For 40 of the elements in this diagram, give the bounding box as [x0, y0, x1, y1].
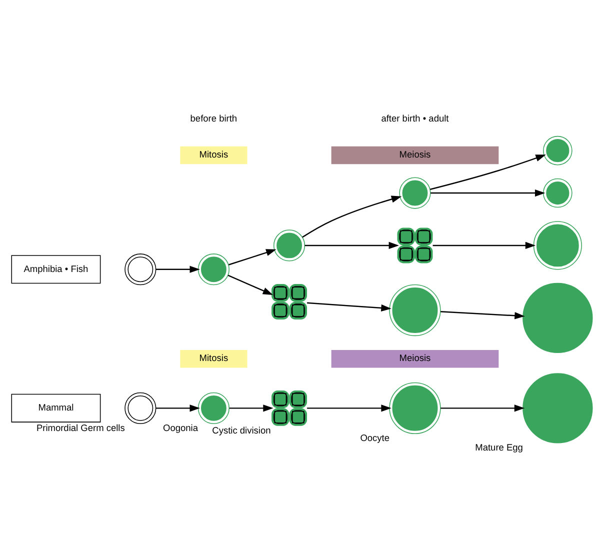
node-circle — [198, 253, 230, 285]
node-circle — [543, 135, 572, 165]
arrow — [156, 265, 200, 272]
arrow — [228, 248, 276, 265]
arrow — [430, 188, 546, 196]
node-label: Cystic division — [212, 424, 271, 435]
node-circle — [389, 382, 441, 434]
node-label: Oogonia — [163, 422, 198, 433]
arrow — [440, 404, 525, 412]
node-box: Meiosis — [331, 146, 499, 164]
arrow — [430, 154, 546, 190]
node-box: Mitosis — [180, 146, 248, 164]
arrow — [440, 310, 525, 319]
node-box: Mammal — [11, 393, 101, 422]
node-label: Mature Egg — [475, 442, 523, 452]
node-circle — [543, 178, 572, 208]
node-label: Oocyte — [360, 432, 390, 443]
node-box: Amphibia • Fish — [11, 254, 101, 284]
label: after birth • adult — [381, 112, 449, 123]
node-label: Primordial Germ cells — [36, 422, 125, 433]
node-circle — [389, 284, 441, 336]
arrow — [432, 241, 536, 249]
arrow — [307, 404, 392, 412]
arrow — [307, 302, 392, 312]
arrow — [302, 195, 402, 238]
node-circle — [124, 392, 156, 424]
node-box: Meiosis — [331, 349, 499, 368]
node-circle — [399, 176, 431, 208]
node-circle — [273, 229, 306, 261]
node-box: Mitosis — [180, 349, 248, 368]
arrow — [228, 274, 274, 294]
arrow — [229, 404, 274, 412]
node-circle — [522, 372, 593, 443]
node-circle — [533, 220, 582, 270]
node-circle — [198, 392, 230, 424]
node-circle — [522, 282, 593, 353]
node-circle — [124, 253, 156, 285]
arrow — [156, 404, 200, 412]
arrow — [304, 241, 399, 249]
label: before birth — [190, 112, 238, 123]
